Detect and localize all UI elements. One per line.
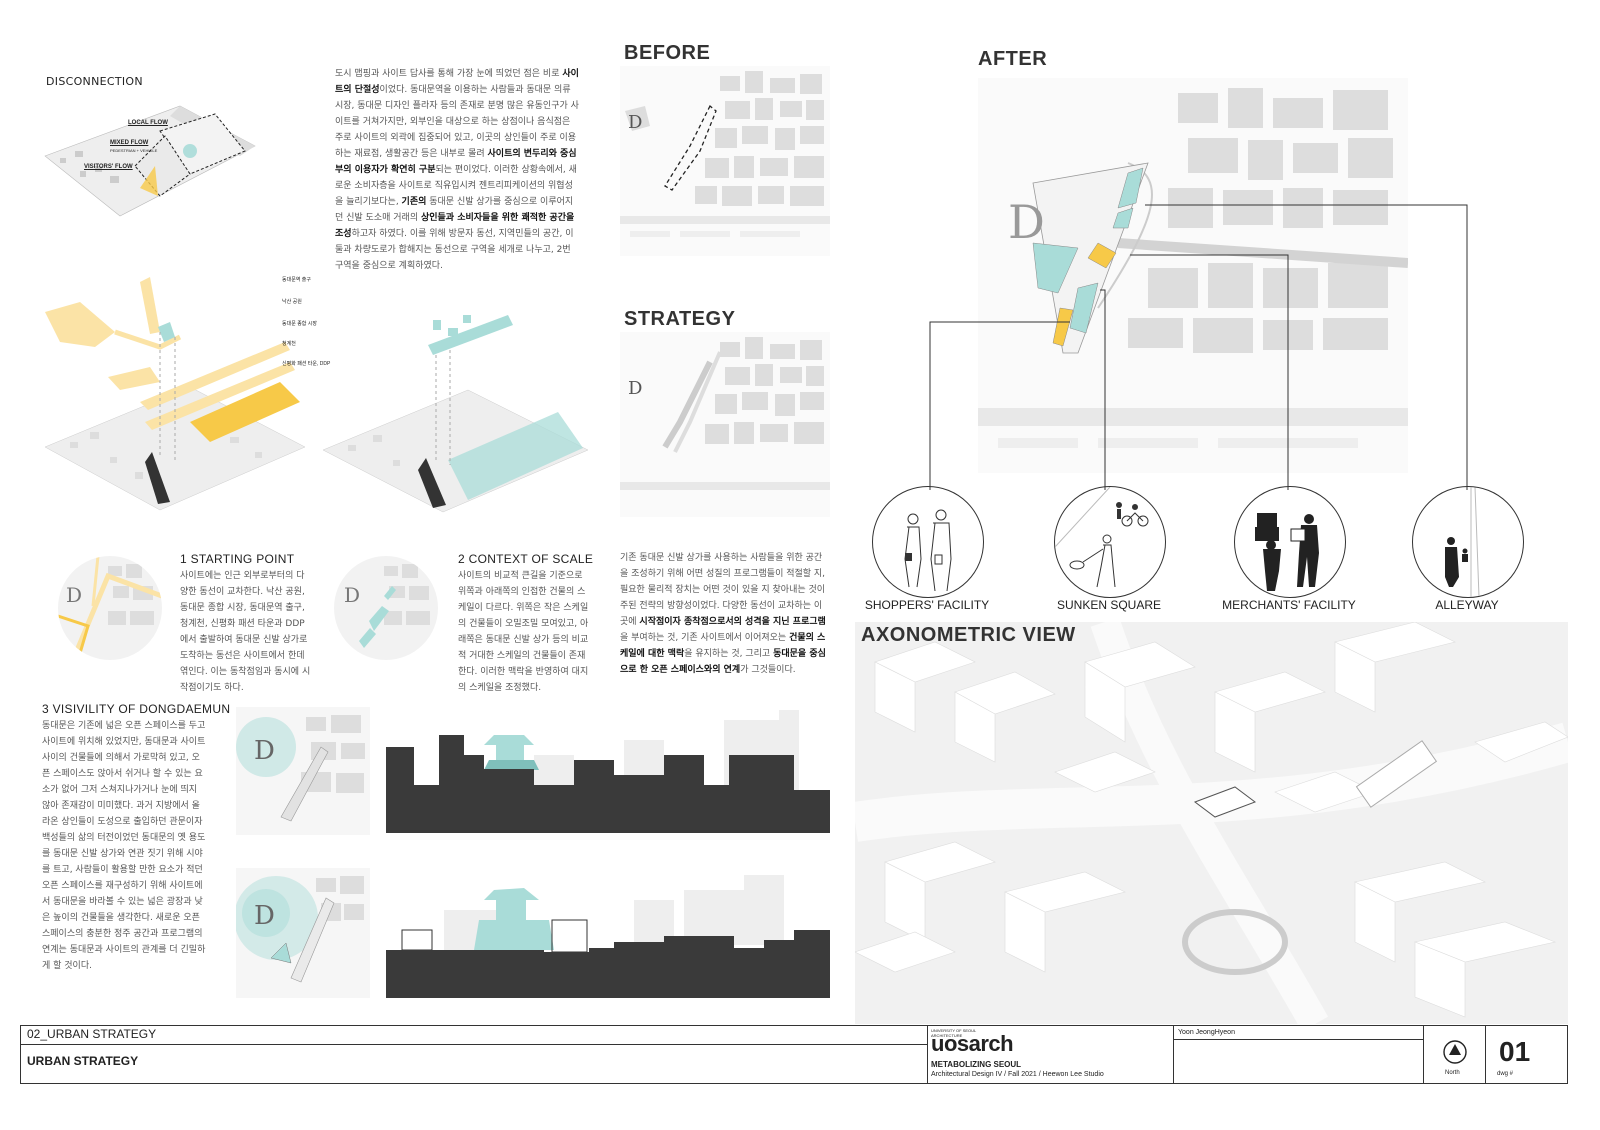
mixed-flow-sublabel: PEDESTRIAN + VEHICLE <box>110 148 158 153</box>
strategy-paragraph: 기존 동대문 신발 상가를 사용하는 사람들을 위한 공간을 조성하기 위해 어… <box>620 553 826 675</box>
shoppers-icon <box>904 509 952 592</box>
layer-label-4: 청계천 <box>282 341 296 347</box>
alleyway-label: ALLEYWAY <box>1435 598 1499 612</box>
starting-point-text: 사이트에는 인근 외부로부터의 다양한 동선이 교차한다. 낙산 공원, 동대문… <box>180 571 311 693</box>
sunken-square-icon <box>1055 487 1149 588</box>
logo-small-text: UNIVERSITY OF SEOUL ARCHITECTURE <box>931 1028 977 1038</box>
author-name: Yoon JeongHyeon <box>1178 1029 1235 1036</box>
layer-label-3: 동대문 종합 시장 <box>282 321 317 327</box>
disconnection-diagram <box>40 96 260 226</box>
dwg-number: 01 <box>1499 1036 1531 1067</box>
svg-text:D: D <box>628 378 642 399</box>
merchants-facility-circle <box>1234 486 1346 598</box>
section-label: 02_URBAN STRATEGY <box>27 1027 157 1041</box>
shoppers-facility-label: SHOPPERS' FACILITY <box>864 598 990 612</box>
author-row-line <box>1173 1039 1423 1040</box>
svg-text:D: D <box>1008 195 1045 249</box>
shoppers-facility-circle <box>872 486 984 598</box>
north-label: North <box>1445 1070 1460 1076</box>
after-heading: AFTER <box>978 48 1048 70</box>
visibility-map-after: D <box>236 868 370 998</box>
sunken-square-circle <box>1054 486 1166 598</box>
layer-label-2: 낙산 공원 <box>282 299 302 305</box>
after-leader-lines <box>920 200 1480 500</box>
svg-text:D: D <box>254 736 275 766</box>
visitors-flow-label: VISITORS' FLOW <box>84 164 133 170</box>
sunken-square-label: SUNKEN SQUARE <box>1056 598 1162 612</box>
skyline-section-before <box>384 705 830 837</box>
skyline-section-after <box>384 870 830 1000</box>
context-scale-map: D <box>334 556 438 660</box>
axonometric-view-panel <box>855 622 1568 1024</box>
after-map: D <box>978 78 1408 473</box>
layered-flow-diagram <box>40 272 310 512</box>
visibility-text: 동대문은 기존에 넓은 오픈 스페이스를 두고 사이트에 위치해 있었지만, 동… <box>42 721 206 971</box>
local-flow-label: LOCAL FLOW <box>128 120 168 126</box>
scale-layer-diagram <box>318 300 593 515</box>
title-block: 02_URBAN STRATEGY URBAN STRATEGY UNIVERS… <box>20 1025 1568 1084</box>
context-scale-heading: 2 CONTEXT OF SCALE <box>458 552 594 566</box>
visibility-map-before: D <box>236 707 370 835</box>
visibility-heading: 3 VISIVILITY OF DONGDAEMUN <box>42 702 231 716</box>
before-heading: BEFORE <box>624 42 711 64</box>
dwg-label: dwg # <box>1497 1071 1514 1077</box>
sheet-title: URBAN STRATEGY <box>27 1054 139 1068</box>
layer-label-1: 동대문역 출구 <box>282 277 311 283</box>
project-name: METABOLIZING SEOUL <box>931 1060 1022 1069</box>
course-info: Architectural Design IV / Fall 2021 / He… <box>931 1071 1104 1078</box>
alleyway-circle <box>1412 486 1524 598</box>
context-scale-text: 사이트의 비교적 큰길을 기준으로 위쪽과 아래쪽의 인접한 건물의 스케일이 … <box>458 571 589 693</box>
disconnection-heading: DISCONNECTION <box>46 75 143 88</box>
strategy-map: D <box>620 332 830 517</box>
mixed-flow-label: MIXED FLOW <box>110 140 149 146</box>
before-map: D <box>620 66 830 256</box>
starting-point-heading: 1 STARTING POINT <box>180 552 295 566</box>
merchants-facility-label: MERCHANTS' FACILITY <box>1222 598 1356 612</box>
divider-2 <box>1173 1026 1174 1083</box>
svg-text:D: D <box>628 112 642 133</box>
strategy-heading: STRATEGY <box>624 308 736 330</box>
uosarch-logo: uosarch <box>931 1031 1014 1056</box>
divider-4 <box>1485 1026 1486 1083</box>
starting-point-map: D <box>58 556 162 660</box>
svg-text:D: D <box>344 583 360 607</box>
layer-label-5: 신평화 패션 타운, DDP <box>282 361 331 367</box>
merchants-icon <box>1255 513 1319 591</box>
section-row <box>21 1026 927 1045</box>
intro-paragraph: 도시 맵핑과 사이트 답사를 통해 가장 눈에 띄었던 점은 비로 사이트의 단… <box>335 69 579 271</box>
divider-3 <box>1423 1026 1424 1083</box>
north-arrow-icon <box>1442 1039 1468 1065</box>
divider-1 <box>927 1026 928 1083</box>
alleyway-icon <box>1445 487 1480 597</box>
svg-text:D: D <box>254 901 275 931</box>
svg-text:D: D <box>66 583 82 607</box>
axonometric-heading: AXONOMETRIC VIEW <box>861 624 1076 646</box>
